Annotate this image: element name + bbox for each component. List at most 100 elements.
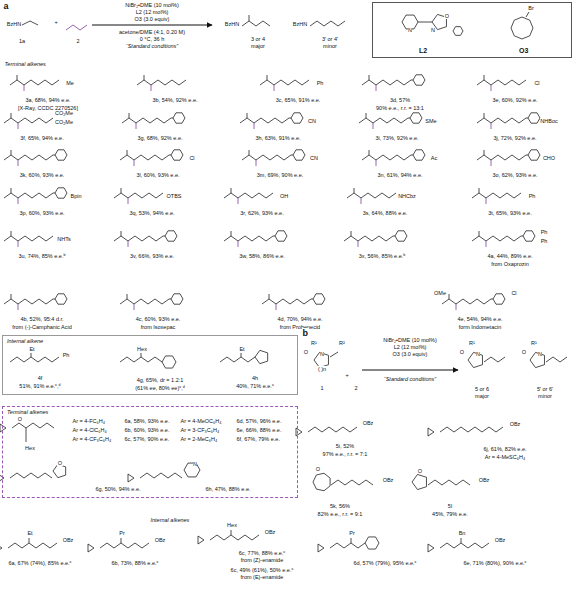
bond-line [224,193,273,198]
atom-label: Et [29,346,35,352]
atom-label: Ph [62,352,70,358]
bond-line [526,12,529,17]
bond-line [411,155,413,156]
atom-label: O [315,466,320,472]
compound-caption: from Oxaprozin [491,261,530,267]
atom-label: OBz [264,529,276,535]
compound-caption: 6c, 57%, 90% e.e. [124,436,170,442]
bond-line [11,188,12,193]
ring-shape [528,150,540,160]
atom-label: BzHN [224,21,239,27]
atom-label: 3 or 4 [250,36,265,42]
atom-label: Ac [430,155,437,161]
atom-label: Cl [534,80,540,86]
atom-label: NHCbz [398,193,417,199]
bond-line [262,299,311,304]
atom-label: OBz [382,477,394,483]
cyclopropyl-ring [88,544,94,552]
compound-caption: 4e, 54%, 94% e.e. [457,316,503,322]
atom-label: b [302,328,309,338]
ring-shape [165,231,177,241]
atom-label: O [459,349,464,355]
atom-label: 2 [76,38,80,44]
compound-caption: “Standard conditions” [383,376,436,382]
bond-line [310,21,345,26]
compound-caption: 3o, 62%, 93% e.e. [492,172,538,178]
atom-label: + [345,372,349,378]
ring-shape [493,294,505,304]
bond-line [151,85,152,91]
compound-caption: 6a, 58%, 93% e.e. [124,418,170,424]
bond-line [267,75,268,80]
compound-caption: Terminal alkenes [4,61,46,67]
bond-line [362,80,411,85]
compound-caption: 97% e.e., r.r. = 7:1 [322,451,368,457]
ring-shape [511,17,533,39]
atom-label: O [417,468,422,474]
atom-label: O [444,13,449,19]
bond-line [11,150,12,155]
atom-label: CN [310,155,319,161]
bond-line [484,75,485,80]
bond-line [472,193,521,198]
bond-line [241,353,242,357]
bond-line [486,198,487,204]
bond-line [376,85,377,91]
bond-line [238,241,239,247]
atom-label: O [57,460,62,466]
compound-caption: 4c, 60%, 93% e.e. [135,316,181,322]
bond-line [479,188,480,193]
compound-caption: from (-)-Camphanic Acid [12,324,73,330]
bond-line [358,241,359,247]
bond-line [127,294,128,299]
node-title: O3 [519,47,528,55]
reaction-arrow [92,25,212,26]
atom-label: NHTs [57,236,71,242]
bond-line [144,75,145,80]
bond-line [114,193,163,198]
bond-line [242,155,291,160]
bond-line [169,299,171,300]
atom-label: 2 [354,385,358,391]
ring-shape [395,231,407,241]
compound-caption: 0 °C, 36 h [139,36,165,42]
ring-shape [275,231,287,241]
atom-label: Et [27,530,33,536]
atom-label: N [538,351,543,357]
compound-caption: L2 (12 mol%) [393,344,427,350]
compound-caption: 3' or 4' [321,36,338,42]
ring-shape [365,537,379,549]
bond-line [8,543,57,548]
compound-caption: 6d, 57% (79%), 95% e.e.ᶜ [353,560,417,566]
bond-line [274,85,275,91]
bond-line [10,357,59,362]
ring-shape [293,150,305,160]
atom-label: Me [66,80,75,86]
bond-line [546,357,567,362]
bond-line [136,123,137,129]
compound-caption: form Indometacin [458,324,502,330]
ring-shape [55,150,67,160]
compound-caption: 3e, 60%, 92% e.e. [492,97,538,103]
compound-caption: from Probenecid [279,324,320,330]
bond-line [53,193,55,194]
atom-label: Cl [189,155,195,161]
atom-label: Hex [25,445,36,451]
bond-line [479,231,480,236]
compound-caption: 6j, 61%, 82% e.e. [483,446,527,452]
bond-line [29,538,30,543]
compound-caption: 3q, 53%, 94% e.e. [129,210,175,216]
bond-line [134,304,135,310]
bond-line [120,155,169,160]
ring-shape [410,113,422,123]
compound-caption: acetone/DME (4:1, 0.20 M) [118,29,185,35]
compound-caption: 5k, 56% [330,503,351,509]
compound-caption: from (Z)-enamide [240,557,283,563]
atom-label: BzHN [6,21,21,27]
bond-line [456,304,457,310]
reagent-box: L2O3 [372,2,572,58]
compound-caption: “Standard conditions” [125,43,178,49]
bond-line [491,160,492,166]
compound-caption: 3x, 56%, 85% e.e.ᵇ [358,253,406,259]
atom-label: Ph [528,193,536,199]
